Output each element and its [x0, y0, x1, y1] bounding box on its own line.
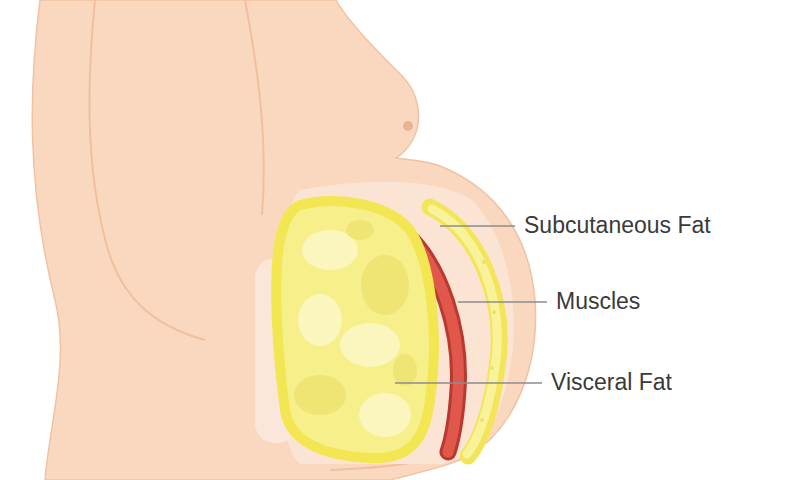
- nipple: [403, 121, 413, 131]
- arm-contour: [245, 0, 264, 215]
- fat-lobules: [294, 220, 417, 437]
- visceral-fat-mass: [276, 201, 434, 458]
- body-silhouette: [32, 0, 535, 480]
- leader-line: [440, 225, 515, 227]
- leader-line: [395, 382, 542, 384]
- leader-line: [458, 301, 547, 303]
- section-ground: [276, 182, 514, 464]
- arm-contour: [89, 0, 205, 340]
- subcutaneous-fat-band: [430, 207, 499, 456]
- fat-dots: [480, 260, 496, 422]
- callout-label: Visceral Fat: [551, 369, 672, 397]
- subcutaneous-fat-band: [432, 209, 497, 454]
- callout-label: Muscles: [556, 288, 640, 316]
- leader-lines: [395, 226, 547, 383]
- callout-label: Subcutaneous Fat: [524, 212, 711, 240]
